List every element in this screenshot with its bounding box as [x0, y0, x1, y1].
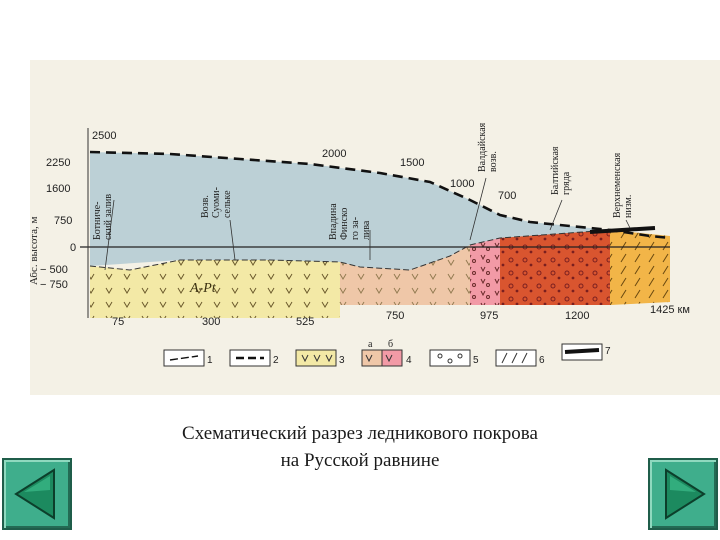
ice-height-label: 1000: [450, 178, 474, 190]
lowland-pattern: [610, 230, 670, 305]
leader-line: [549, 199, 563, 231]
caption-line-2: на Русской равнине: [280, 450, 440, 471]
shield-pattern: [90, 260, 340, 318]
legend-number: 5: [473, 355, 479, 366]
ice-height-label: 1500: [400, 157, 424, 169]
legend-number: 2: [273, 355, 279, 366]
legend-glyph-4: [365, 354, 393, 363]
valdai-pattern: [470, 238, 500, 305]
legend: 1 2 3 а б 4 5 6 7: [163, 339, 611, 367]
legend-glyph-7: [564, 348, 600, 354]
legend-number: 7: [605, 346, 611, 357]
altitude-tick: 2250: [46, 157, 70, 169]
altitude-tick: − 500: [40, 264, 68, 276]
ice-height-label: 700: [498, 190, 516, 202]
baltic-pattern: [500, 230, 610, 305]
legend-swatch-6: [495, 349, 537, 367]
distance-tick: 975: [480, 310, 498, 322]
legend-sub-label: б: [388, 339, 393, 350]
legend-number: 1: [207, 355, 213, 366]
distance-tick: 300: [202, 316, 220, 328]
leader-line: [104, 199, 115, 271]
leader-line: [625, 219, 631, 229]
distance-tick: 1425 км: [650, 304, 690, 316]
place-label-text: Валдайскаявозв.: [477, 122, 499, 172]
place-label-text: Балтийскаягряда: [550, 146, 572, 195]
place-label-suomenselka: Возв.Суоми-сельке: [200, 187, 233, 218]
place-label-upper-lowland: Верхнеменскаянизм.: [612, 152, 634, 218]
legend-number: 6: [539, 355, 545, 366]
altitude-tick: 0: [70, 242, 76, 254]
distance-tick: 1200: [565, 310, 589, 322]
caption-line-1: Схематический разрез ледникового покрова: [182, 423, 538, 444]
ice-bed-line: [89, 229, 611, 271]
place-label-text: Верхнеменскаянизм.: [612, 152, 634, 218]
altitude-tick: 1600: [46, 183, 70, 195]
distance-tick: 75: [112, 316, 124, 328]
altitude-tick: 750: [54, 215, 72, 227]
place-label-botnic-gulf: Ботниче-ский залив: [92, 194, 114, 240]
leader-line: [469, 177, 487, 241]
triangle-left-icon: [14, 468, 55, 520]
figure-caption: Схематический разрез ледникового покрова…: [0, 420, 720, 474]
ice-height-label: 2000: [322, 148, 346, 160]
altitude-tick: 2500: [92, 130, 116, 142]
distance-tick: 525: [296, 316, 314, 328]
altitude-tick: − 750: [40, 279, 68, 291]
cross-section-svg: 2500 2250 1600 750 0 − 500 − 750 Абс. вы…: [30, 122, 690, 367]
place-label-valdai: Валдайскаявозв.: [477, 122, 499, 172]
legend-glyph-1: [169, 355, 199, 361]
legend-swatch-4a: [361, 349, 383, 367]
previous-slide-button[interactable]: [2, 458, 72, 530]
legend-glyph-5: [437, 353, 443, 359]
place-label-text: Возв.Суоми-сельке: [200, 187, 233, 218]
legend-number: 4: [406, 355, 412, 366]
glacier-cross-section-figure: 2500 2250 1600 750 0 − 500 − 750 Абс. вы…: [30, 60, 720, 395]
altitude-axis-label: Абс. высота, м: [30, 216, 40, 285]
legend-glyph-6: [501, 352, 528, 364]
leader-line: [229, 219, 236, 261]
legend-glyph-3: [301, 354, 333, 363]
next-slide-button[interactable]: [648, 458, 718, 530]
legend-swatch-5: [429, 349, 471, 367]
place-label-text: ВпадинаФинского за-лива: [328, 203, 372, 240]
terminal-moraine: [589, 226, 656, 234]
distance-tick: 750: [386, 310, 404, 322]
place-label-text: Ботниче-ский залив: [92, 194, 114, 240]
legend-swatch-4b: [381, 349, 403, 367]
legend-glyph-5: [447, 358, 453, 364]
legend-sub-label: а: [368, 339, 373, 350]
place-label-baltic-ridge: Балтийскаягряда: [550, 146, 572, 195]
triangle-right-icon: [665, 468, 706, 520]
finnish-pattern: [340, 245, 470, 305]
legend-glyph-5: [457, 353, 463, 359]
legend-number: 3: [339, 355, 345, 366]
rock-unit-label: A-Pt: [189, 281, 217, 296]
place-label-finnish-gulf: ВпадинаФинского за-лива: [328, 203, 372, 240]
